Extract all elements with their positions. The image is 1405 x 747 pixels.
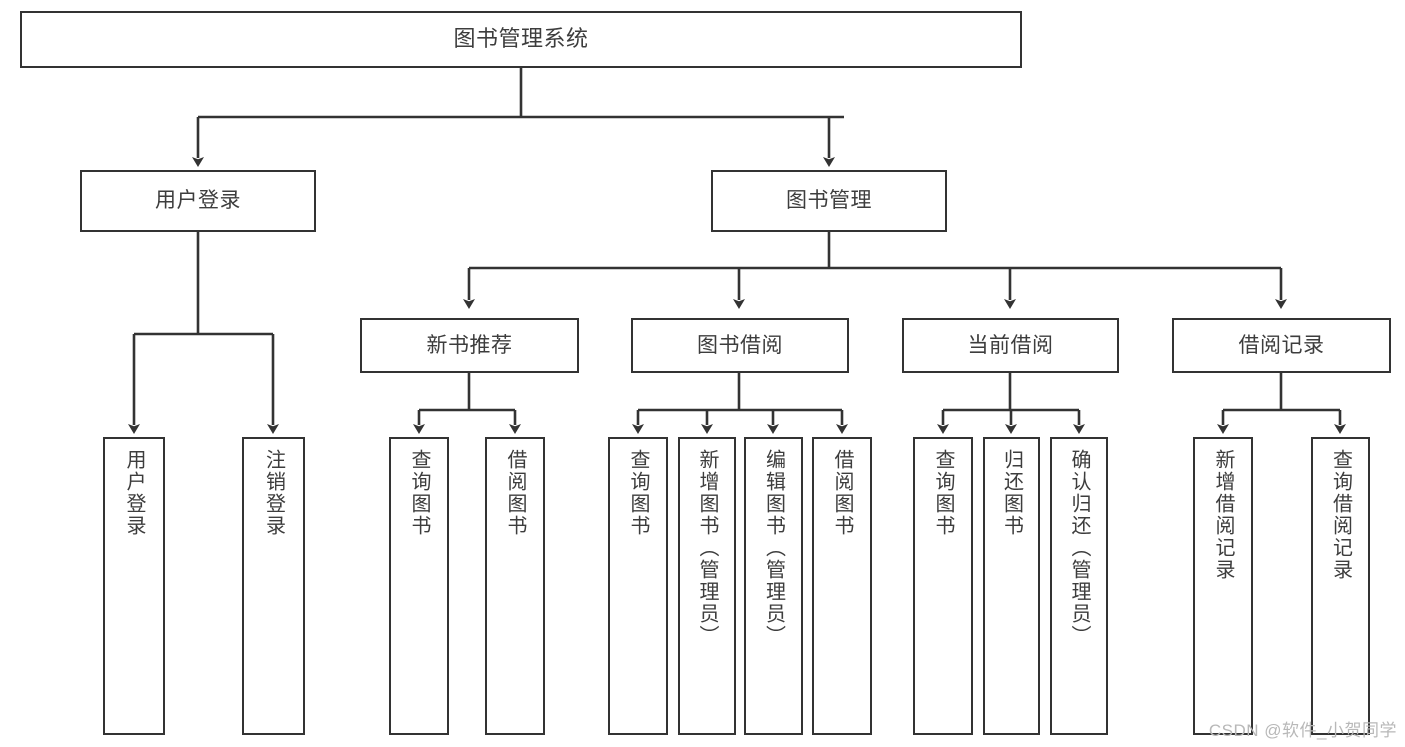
leaf-new-book-query[interactable]: 查询图书 xyxy=(389,437,449,735)
node-label: 归还图书 xyxy=(1000,449,1023,537)
node-label: 编辑图书（管理员） xyxy=(762,449,785,647)
node-label: 注销登录 xyxy=(262,449,285,537)
node-label: 新增图书（管理员） xyxy=(696,449,718,647)
node-book-management[interactable]: 图书管理 xyxy=(711,170,947,232)
leaf-current-query-book[interactable]: 查询图书 xyxy=(913,437,973,735)
node-new-book-recommend[interactable]: 新书推荐 xyxy=(360,318,579,373)
node-label: 新增借阅记录 xyxy=(1212,449,1234,581)
node-user-login[interactable]: 用户登录 xyxy=(80,170,316,232)
leaf-record-query-record[interactable]: 查询借阅记录 xyxy=(1311,437,1370,735)
leaf-user-login-logout[interactable]: 注销登录 xyxy=(242,437,305,735)
node-borrow-record[interactable]: 借阅记录 xyxy=(1172,318,1391,373)
leaf-new-book-borrow[interactable]: 借阅图书 xyxy=(485,437,545,735)
node-label: 查询借阅记录 xyxy=(1329,449,1352,581)
leaf-borrow-edit-book[interactable]: 编辑图书（管理员） xyxy=(744,437,803,735)
leaf-borrow-add-book[interactable]: 新增图书（管理员） xyxy=(678,437,736,735)
node-label: 借阅记录 xyxy=(1238,333,1325,357)
leaf-user-login-login[interactable]: 用户登录 xyxy=(103,437,165,735)
leaf-borrow-query-book[interactable]: 查询图书 xyxy=(608,437,668,735)
node-label: 借阅图书 xyxy=(831,449,853,537)
node-label: 查询图书 xyxy=(408,449,430,537)
leaf-borrow-borrow-book[interactable]: 借阅图书 xyxy=(812,437,872,735)
node-label: 图书管理系统 xyxy=(453,26,589,52)
node-book-borrow[interactable]: 图书借阅 xyxy=(631,318,849,373)
node-label: 查询图书 xyxy=(627,449,649,537)
node-label: 用户登录 xyxy=(155,189,241,213)
leaf-current-return-book[interactable]: 归还图书 xyxy=(983,437,1040,735)
leaf-record-add-record[interactable]: 新增借阅记录 xyxy=(1193,437,1253,735)
node-label: 借阅图书 xyxy=(504,449,526,537)
node-label: 新书推荐 xyxy=(426,333,513,357)
node-label: 查询图书 xyxy=(932,449,954,537)
node-current-borrow[interactable]: 当前借阅 xyxy=(902,318,1119,373)
node-label: 确认归还（管理员） xyxy=(1068,449,1090,647)
node-label: 图书借阅 xyxy=(697,333,783,357)
node-label: 当前借阅 xyxy=(967,333,1054,357)
node-book-management-system[interactable]: 图书管理系统 xyxy=(20,11,1022,68)
node-label: 用户登录 xyxy=(123,449,145,537)
node-label: 图书管理 xyxy=(786,189,872,213)
csdn-watermark: CSDN @软件_小贺同学 xyxy=(1208,721,1397,740)
leaf-current-confirm-return[interactable]: 确认归还（管理员） xyxy=(1050,437,1108,735)
